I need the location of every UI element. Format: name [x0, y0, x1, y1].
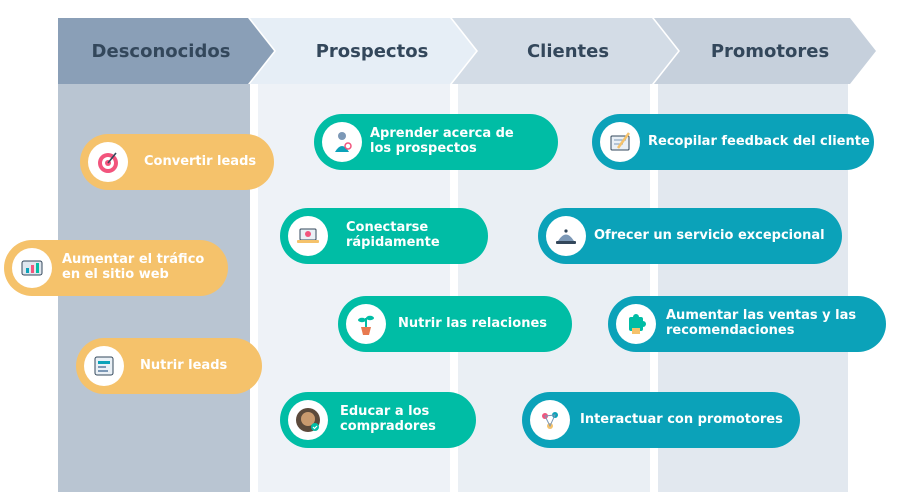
- action-recopilar-feedback: Recopilar feedback del cliente: [592, 114, 874, 170]
- landing-page-icon: [84, 346, 124, 386]
- person-profile-icon: [322, 122, 362, 162]
- chevron-clientes: [452, 18, 678, 84]
- action-label: Convertir leads: [144, 154, 257, 169]
- action-interactuar-promotores: Interactuar con promotores: [522, 392, 800, 448]
- action-label: Ofrecer un servicio excepcional: [594, 228, 825, 243]
- action-educar-compradores: Educar a los compradores: [280, 392, 476, 448]
- chevron-desconocidos: [58, 18, 274, 84]
- social-sharing-icon: [530, 400, 570, 440]
- action-ofrecer-servicio: Ofrecer un servicio excepcional: [538, 208, 842, 264]
- action-nutrir-relaciones: Nutrir las relaciones: [338, 296, 572, 352]
- stage-label-prospectos: Prospectos: [315, 40, 429, 62]
- stage-label-clientes: Clientes: [526, 40, 610, 62]
- notebook-pen-icon: [600, 122, 640, 162]
- laptop-chat-icon: [288, 216, 328, 256]
- stage-label-promotores: Promotores: [710, 40, 830, 62]
- puzzle-piece-icon: [616, 304, 656, 344]
- action-label: Recopilar feedback del cliente: [648, 134, 870, 149]
- action-label: Aprender acerca de los prospectos: [370, 126, 514, 156]
- chevron-promotores: [654, 18, 876, 84]
- customer-avatar-icon: [288, 400, 328, 440]
- action-convertir-leads: Convertir leads: [80, 134, 274, 190]
- action-label: Interactuar con promotores: [580, 412, 783, 427]
- action-label: Aumentar las ventas y las recomendacione…: [666, 308, 857, 338]
- action-conectarse: Conectarse rápidamente: [280, 208, 488, 264]
- action-aumentar-trafico: Aumentar el tráfico en el sitio web: [4, 240, 228, 296]
- target-icon: [88, 142, 128, 182]
- analytics-dashboard-icon: [12, 248, 52, 288]
- action-aumentar-ventas: Aumentar las ventas y las recomendacione…: [608, 296, 886, 352]
- stage-chevrons: [58, 18, 876, 84]
- action-label: Conectarse rápidamente: [346, 220, 440, 250]
- action-label: Aumentar el tráfico en el sitio web: [62, 252, 205, 282]
- chevron-prospectos: [250, 18, 476, 84]
- plant-pot-icon: [346, 304, 386, 344]
- action-label: Educar a los compradores: [340, 404, 436, 434]
- action-aprender-prospectos: Aprender acerca de los prospectos: [314, 114, 558, 170]
- service-bell-icon: [546, 216, 586, 256]
- action-label: Nutrir leads: [140, 358, 228, 373]
- action-nutrir-leads: Nutrir leads: [76, 338, 262, 394]
- stage-label-desconocidos: Desconocidos: [91, 40, 231, 62]
- action-label: Nutrir las relaciones: [398, 316, 548, 331]
